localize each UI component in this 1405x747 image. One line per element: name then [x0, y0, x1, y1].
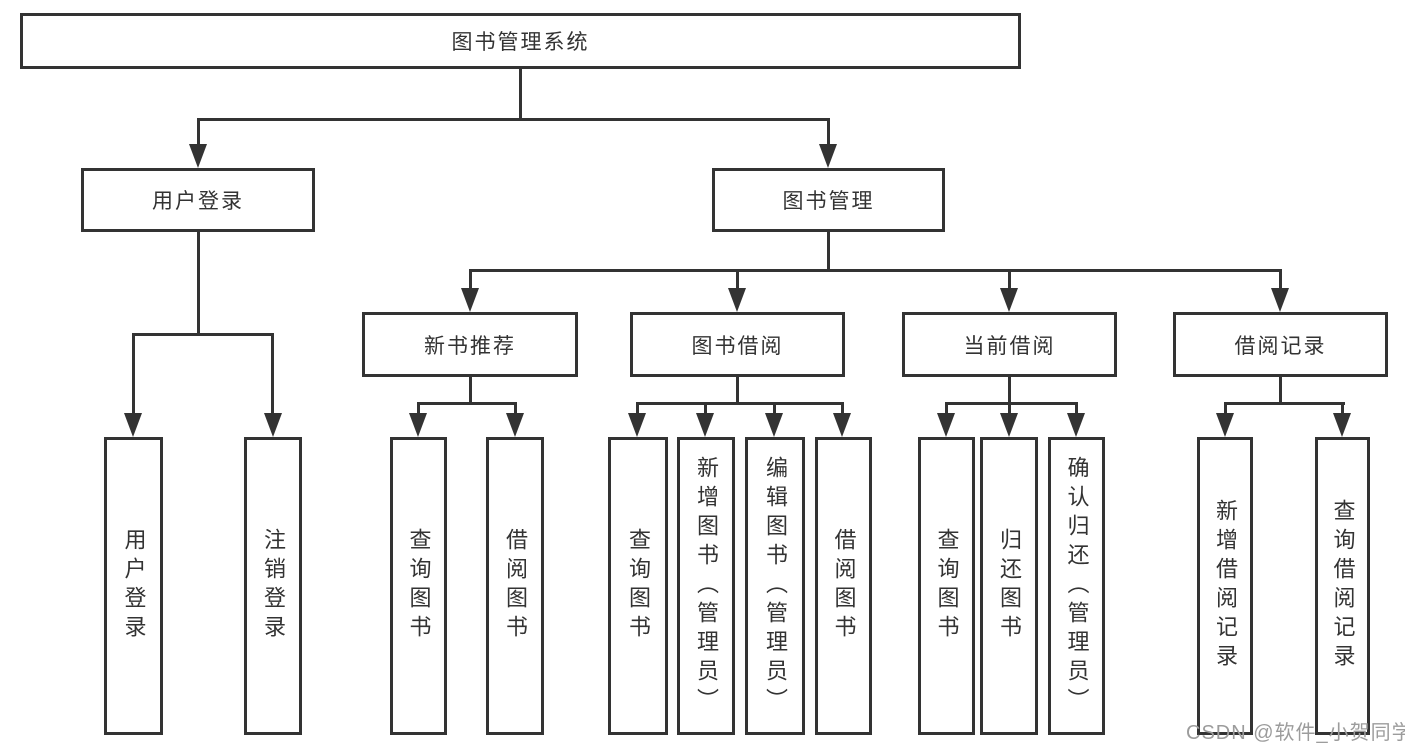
- leaf-user-login: 用户登录: [104, 437, 163, 735]
- leaf-label: 查询图书: [626, 528, 651, 644]
- connector-vline: [1279, 269, 1282, 291]
- connector-vline: [271, 333, 274, 415]
- arrow-down-icon: [1216, 413, 1234, 437]
- leaf-query-books-newbook: 查询图书: [390, 437, 447, 735]
- node-book-borrowing: 图书借阅: [630, 312, 845, 377]
- connector-hline: [945, 402, 1078, 405]
- node-book-management: 图书管理: [712, 168, 945, 232]
- connector-vline: [827, 232, 830, 272]
- node-current-borrowing: 当前借阅: [902, 312, 1117, 377]
- connector-vline: [469, 377, 472, 405]
- arrow-down-icon: [628, 413, 646, 437]
- connector-vline: [197, 118, 200, 146]
- leaf-label: 查询图书: [934, 528, 960, 644]
- connector-vline: [132, 333, 135, 415]
- connector-vline: [1008, 402, 1011, 416]
- leaf-label: 确认归还（管理员）: [1064, 455, 1090, 717]
- watermark-csdn: CSDN @软件_小贺同学: [1186, 722, 1405, 744]
- connector-hline: [636, 402, 844, 405]
- leaf-query-borrow-record: 查询借阅记录: [1315, 437, 1370, 735]
- leaf-label: 新增借阅记录: [1213, 499, 1238, 673]
- leaf-label: 用户登录: [121, 528, 147, 644]
- node-label: 新书推荐: [424, 334, 516, 358]
- connector-vline: [841, 402, 844, 416]
- leaf-label: 注销登录: [261, 528, 286, 644]
- connector-hline: [1224, 402, 1345, 405]
- node-label: 图书管理系统: [451, 31, 590, 54]
- arrow-down-icon: [1000, 288, 1018, 312]
- arrow-down-icon: [189, 144, 207, 168]
- leaf-add-books-admin: 新增图书（管理员）: [677, 437, 735, 735]
- node-library-system: 图书管理系统: [20, 13, 1021, 69]
- connector-vline: [704, 402, 707, 416]
- leaf-borrow-books-borrowing: 借阅图书: [815, 437, 872, 735]
- arrow-down-icon: [1000, 413, 1018, 437]
- leaf-label: 借阅图书: [831, 528, 857, 644]
- connector-vline: [519, 68, 522, 119]
- leaf-label: 归还图书: [997, 528, 1022, 644]
- arrow-down-icon: [506, 413, 524, 437]
- leaf-confirm-return-admin: 确认归还（管理员）: [1048, 437, 1105, 735]
- connector-vline: [1075, 402, 1078, 416]
- node-label: 用户登录: [152, 190, 244, 213]
- leaf-query-books-borrowing: 查询图书: [608, 437, 668, 735]
- arrow-down-icon: [461, 288, 479, 312]
- connector-hline: [197, 118, 830, 121]
- arrow-down-icon: [124, 413, 142, 437]
- connector-vline: [514, 402, 517, 416]
- node-label: 图书管理: [782, 190, 875, 213]
- leaf-label: 查询图书: [406, 528, 432, 644]
- leaf-label: 编辑图书（管理员）: [763, 455, 788, 717]
- arrow-down-icon: [696, 413, 714, 437]
- leaf-query-books-current: 查询图书: [918, 437, 975, 735]
- node-user-login: 用户登录: [81, 168, 315, 232]
- connector-vline: [1279, 377, 1282, 405]
- connector-vline: [636, 402, 639, 416]
- arrow-down-icon: [937, 413, 955, 437]
- connector-vline: [736, 269, 739, 291]
- arrow-down-icon: [819, 144, 837, 168]
- node-label: 图书借阅: [691, 334, 784, 358]
- node-borrow-records: 借阅记录: [1173, 312, 1388, 377]
- leaf-edit-books-admin: 编辑图书（管理员）: [745, 437, 805, 735]
- connector-vline: [197, 232, 200, 335]
- arrow-down-icon: [1333, 413, 1351, 437]
- connector-hline: [132, 333, 274, 336]
- arrow-down-icon: [833, 413, 851, 437]
- connector-vline: [1224, 402, 1227, 416]
- leaf-label: 查询借阅记录: [1330, 499, 1356, 673]
- connector-hline: [417, 402, 517, 405]
- arrow-down-icon: [728, 288, 746, 312]
- connector-vline: [736, 377, 739, 405]
- connector-vline: [1341, 402, 1344, 416]
- node-label: 当前借阅: [963, 334, 1056, 358]
- leaf-label: 借阅图书: [503, 528, 528, 644]
- node-new-book-recommend: 新书推荐: [362, 312, 578, 377]
- arrow-down-icon: [765, 413, 783, 437]
- arrow-down-icon: [1067, 413, 1085, 437]
- connector-vline: [945, 402, 948, 416]
- connector-vline: [827, 118, 830, 146]
- connector-vline: [469, 269, 472, 291]
- connector-hline: [469, 269, 1282, 272]
- leaf-borrow-books-newbook: 借阅图书: [486, 437, 544, 735]
- leaf-add-borrow-record: 新增借阅记录: [1197, 437, 1253, 735]
- leaf-logout: 注销登录: [244, 437, 302, 735]
- arrow-down-icon: [1271, 288, 1289, 312]
- leaf-return-books: 归还图书: [980, 437, 1038, 735]
- connector-vline: [417, 402, 420, 416]
- connector-vline: [1008, 377, 1011, 405]
- connector-vline: [773, 402, 776, 416]
- connector-vline: [1008, 269, 1011, 291]
- node-label: 借阅记录: [1234, 334, 1327, 358]
- arrow-down-icon: [264, 413, 282, 437]
- arrow-down-icon: [409, 413, 427, 437]
- leaf-label: 新增图书（管理员）: [694, 455, 719, 717]
